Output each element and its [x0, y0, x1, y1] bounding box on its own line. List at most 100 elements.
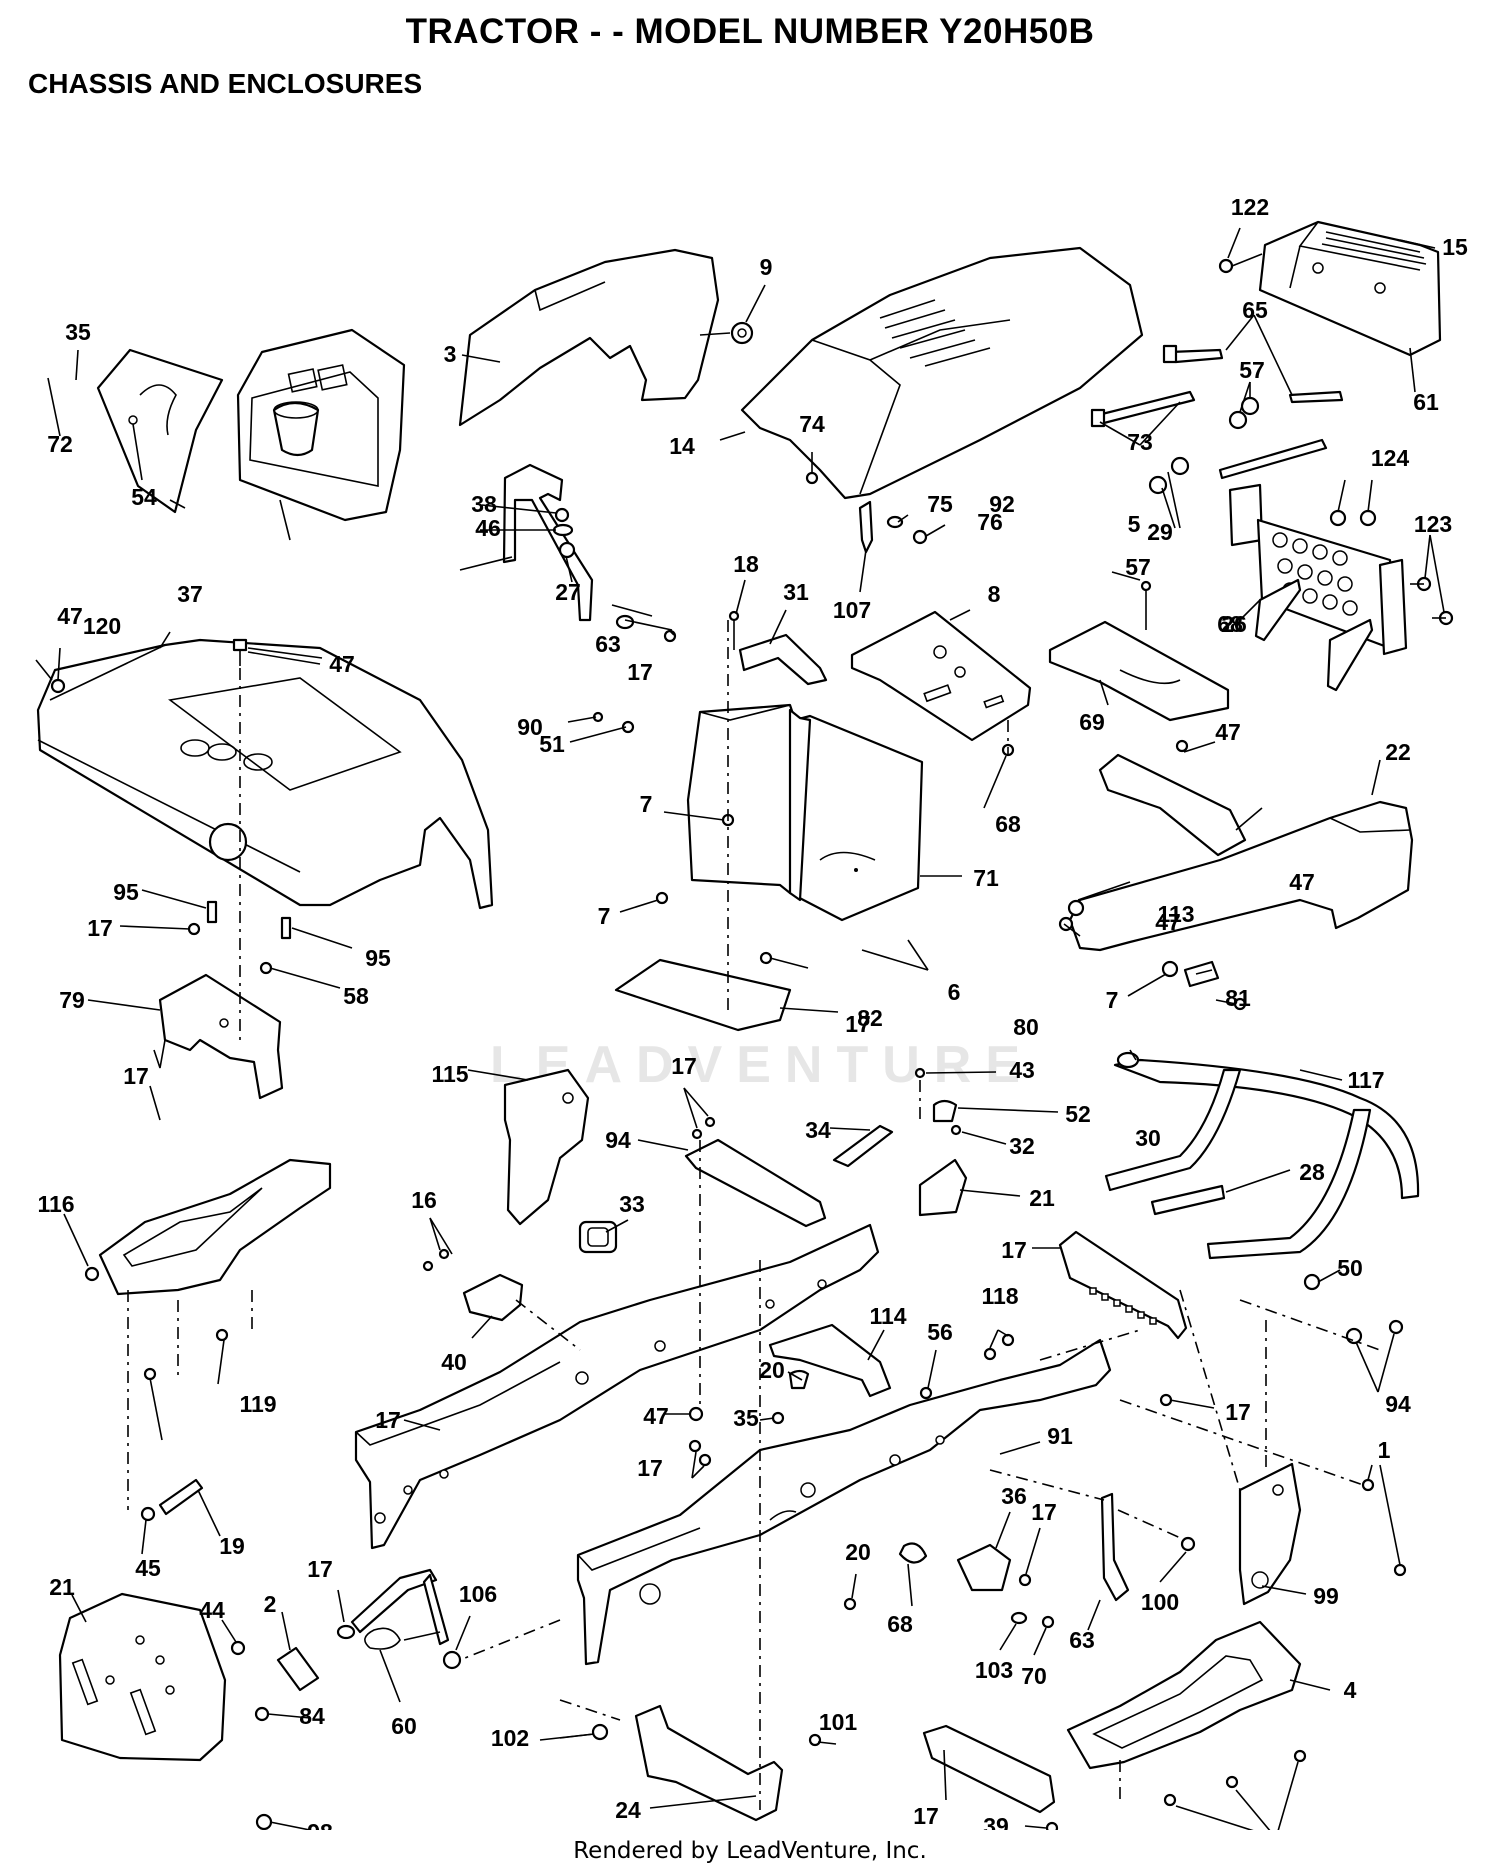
part-40-bracket [768, 1323, 933, 1400]
callout-label: 7 [1106, 987, 1119, 1013]
callout-label: 31 [783, 579, 809, 605]
callout-label: 26 [1221, 611, 1247, 637]
callout-label: 17 [637, 1455, 663, 1481]
callout-label: 17 [87, 915, 113, 941]
callout-label: 119 [239, 1391, 276, 1417]
callout-label: 3 [444, 341, 457, 367]
callout-label: 73 [1127, 429, 1153, 455]
callout-label: 47 [1215, 719, 1241, 745]
callout-label: 17 [1001, 1237, 1027, 1263]
callout-label: 9 [760, 254, 773, 280]
part-39-bracket [922, 1724, 1059, 1830]
callout-label: 17 [671, 1053, 697, 1079]
callout-label: 117 [1347, 1067, 1384, 1093]
callout-label: 123 [1414, 511, 1452, 537]
part-92-cover-plate [96, 348, 224, 514]
section-title: CHASSIS AND ENCLOSURES [28, 68, 423, 99]
part-24-footrest [1066, 1620, 1307, 1807]
callout-label: 116 [37, 1191, 74, 1217]
callout-label: 52 [1065, 1101, 1091, 1127]
callout-label: 22 [1385, 739, 1411, 765]
alignment-lines [127, 620, 1381, 1810]
part-91-frame-rail [354, 1223, 880, 1550]
callout-label: 80 [1013, 1014, 1039, 1040]
part-6-control-panel [686, 703, 924, 922]
callout-label: 95 [365, 945, 391, 971]
callout-label: 17 [1031, 1499, 1057, 1525]
callout-label: 39 [983, 1813, 1009, 1830]
callout-label: 70 [1021, 1663, 1047, 1689]
callout-label: 24 [615, 1797, 641, 1823]
callout-label: 61 [1413, 389, 1439, 415]
callout-label: 57 [1125, 554, 1151, 580]
callout-label: 5 [1128, 511, 1141, 537]
callout-label: 124 [1371, 445, 1410, 471]
part-21-washer [84, 1266, 229, 1381]
callout-label: 29 [1147, 519, 1173, 545]
callout-label: 60 [391, 1713, 417, 1739]
part-16-grommet [578, 1220, 618, 1254]
callout-label: 19 [219, 1533, 245, 1559]
callout-label: 94 [605, 1127, 631, 1153]
callout-label: 101 [819, 1709, 858, 1735]
part-21-right-washer [1180, 1536, 1196, 1552]
callout-label: 47 [1155, 909, 1181, 935]
callout-label: 35 [733, 1405, 759, 1431]
part-1-frame-rail [576, 1338, 1112, 1666]
callout-label: 45 [135, 1555, 161, 1581]
callout-label: 21 [1029, 1185, 1055, 1211]
part-8-panel [850, 610, 1032, 757]
part-18-front-bracket [1228, 483, 1408, 692]
callout-label: 94 [1385, 1391, 1411, 1417]
part-50-bracket [983, 1230, 1188, 1361]
part-29-seat-bracket [502, 463, 677, 643]
callout-label: 106 [459, 1581, 497, 1607]
callout-label: 72 [47, 431, 73, 457]
part-47-120-bolt [35, 659, 66, 694]
part-9-grommet [699, 321, 754, 345]
callout-label: 18 [733, 551, 759, 577]
callout-label: 47 [643, 1403, 669, 1429]
callout-label: 17 [845, 1011, 871, 1037]
part-90-washer [592, 711, 635, 734]
part-95-pins [187, 900, 292, 975]
callout-label: 20 [845, 1539, 871, 1565]
part-45-bracket [843, 1542, 1055, 1629]
part-31-bracket [728, 610, 828, 686]
callout-label: 46 [475, 515, 501, 541]
callout-label: 76 [977, 509, 1003, 535]
callout-label: 47 [1289, 869, 1315, 895]
callout-label: 63 [595, 631, 621, 657]
callout-label: 115 [431, 1061, 468, 1087]
part-57-nuts [1148, 396, 1260, 495]
callout-label: 47 [329, 651, 355, 677]
bracket-holes [1272, 532, 1358, 616]
callout-label: 16 [411, 1187, 437, 1213]
callout-label: 20 [759, 1357, 785, 1383]
part-19-20-hardware [140, 1478, 204, 1522]
callout-label: 7 [640, 791, 653, 817]
part-103-bracket [230, 1640, 320, 1830]
part-56-bracket [422, 1248, 524, 1322]
callout-label: 36 [1001, 1483, 1027, 1509]
part-17-right-bolts [1361, 1478, 1407, 1577]
callout-label: 114 [869, 1303, 906, 1329]
part-35-36-hardware [688, 1393, 1173, 1467]
callout-label: 82 [857, 1005, 883, 1031]
callout-label: 15 [1442, 234, 1468, 260]
callout-label: 17 [913, 1803, 939, 1829]
page-title: TRACTOR - - MODEL NUMBER Y20H50B [405, 12, 1095, 51]
callout-label: 100 [1141, 1589, 1179, 1615]
callout-label: 17 [375, 1407, 401, 1433]
part-34-bracket [684, 1116, 827, 1228]
part-32-bracket [832, 1124, 894, 1168]
callout-label: 21 [49, 1574, 75, 1600]
part-124-123-hardware [1329, 509, 1454, 626]
callout-label: 90 [517, 714, 543, 740]
callout-label: 63 [1069, 1627, 1095, 1653]
callout-label: 122 [1231, 194, 1269, 220]
part-107-hood-pivot [805, 471, 928, 554]
callout-label: 71 [973, 865, 999, 891]
callout-label: 68 [1217, 611, 1243, 637]
part-22-front-bumper [1068, 800, 1414, 952]
